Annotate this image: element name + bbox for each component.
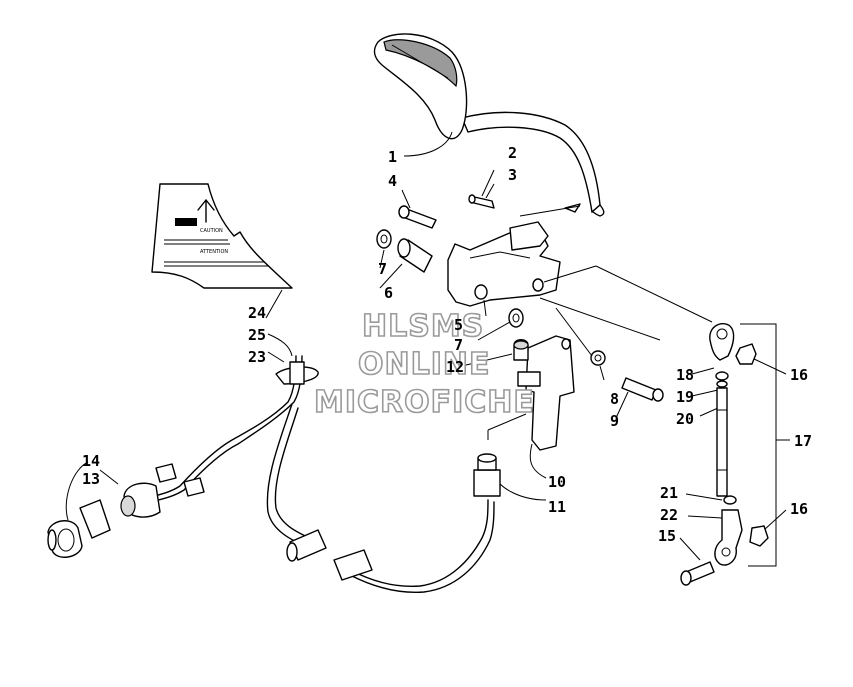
shift-bracket — [447, 203, 581, 307]
watermark-line-3: MICROFICHE — [314, 385, 535, 420]
callout-16-lower: 16 — [790, 500, 808, 518]
callout-21: 21 — [660, 484, 678, 502]
callout-1: 1 — [388, 148, 397, 166]
star-washer — [590, 350, 606, 366]
callout-15: 15 — [658, 527, 676, 545]
callout-20: 20 — [676, 410, 694, 428]
callout-14: 14 — [82, 452, 100, 470]
mounting-bolt — [398, 205, 437, 229]
watermark-line-2: ONLINE — [358, 347, 491, 382]
callout-6: 6 — [384, 284, 393, 302]
callout-4: 4 — [388, 172, 397, 190]
decal-attention-text: ATTENTION — [200, 249, 228, 255]
shoulder-bolt — [621, 377, 664, 402]
switch-bezel-ring — [47, 520, 83, 558]
callout-24: 24 — [248, 304, 266, 322]
callout-19: 19 — [676, 388, 694, 406]
callout-22: 22 — [660, 506, 678, 524]
shift-lever-handle — [373, 33, 605, 217]
callout-10: 10 — [548, 473, 566, 491]
decal-caution-text: CAUTION — [200, 228, 223, 234]
callout-11: 11 — [548, 498, 566, 516]
shift-rod-assembly — [709, 322, 769, 566]
callout-23: 23 — [248, 348, 266, 366]
wiring-harness — [139, 355, 501, 594]
callout-16-upper: 16 — [790, 366, 808, 384]
callout-7-upper: 7 — [378, 260, 387, 278]
spacer-bushing — [397, 238, 433, 273]
switch-bracket — [517, 335, 575, 451]
callout-13: 13 — [82, 470, 100, 488]
leader-lines — [65, 131, 790, 567]
neutral-switch — [513, 339, 529, 361]
callout-8: 8 — [610, 390, 619, 408]
washer-upper — [376, 229, 392, 249]
callout-9: 9 — [610, 412, 619, 430]
watermark: HLSMS ONLINE MICROFICHE — [313, 308, 535, 421]
warning-decal: CAUTION ATTENTION — [151, 183, 293, 289]
callout-5: 5 — [454, 316, 463, 334]
callout-labels: 1 2 3 4 5 6 7 7 8 9 10 11 12 13 14 15 16… — [82, 144, 812, 545]
rod-end-bolt — [680, 561, 715, 586]
callout-7-lower: 7 — [454, 336, 463, 354]
callout-12: 12 — [446, 358, 464, 376]
callout-25: 25 — [248, 326, 266, 344]
callout-2: 2 — [508, 144, 517, 162]
callout-17: 17 — [794, 432, 812, 450]
pivot-bolt — [468, 194, 495, 209]
washer-lower — [508, 308, 524, 328]
callout-3: 3 — [508, 166, 517, 184]
watermark-line-1: HLSMS — [362, 309, 484, 344]
callout-18: 18 — [676, 366, 694, 384]
ignition-switch — [79, 482, 161, 539]
